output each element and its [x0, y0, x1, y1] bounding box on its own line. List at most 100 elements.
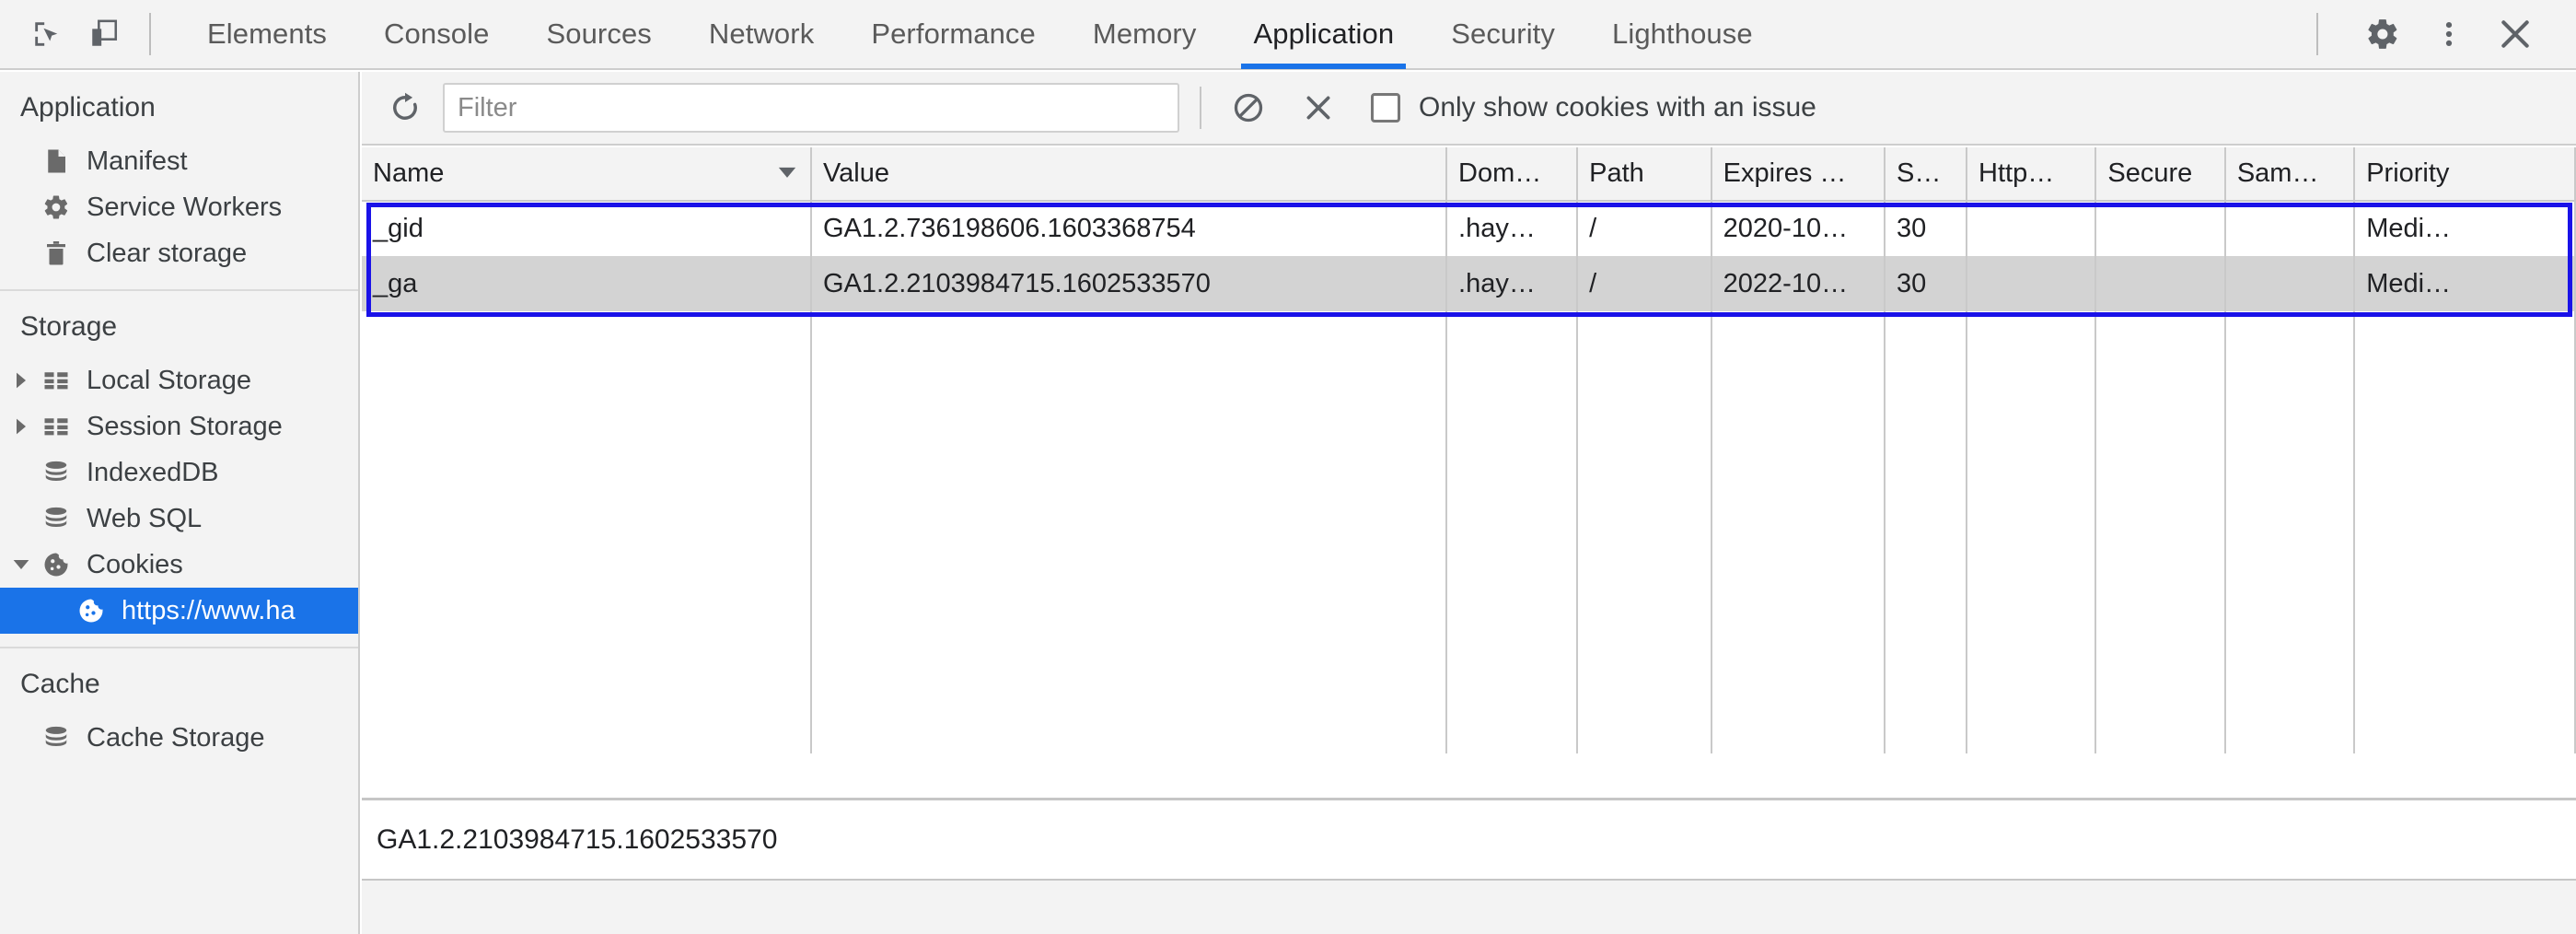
chevron-right-icon[interactable] [6, 371, 37, 390]
column-header-label: Name [373, 158, 445, 188]
column-header-value[interactable]: Value [810, 147, 1448, 202]
three-dot-menu-icon[interactable] [2416, 6, 2482, 63]
refresh-icon[interactable] [377, 79, 434, 136]
devtools-main-toolbar: Elements Console Sources Network Perform… [0, 0, 2576, 70]
close-icon[interactable] [2482, 6, 2548, 63]
tab-console[interactable]: Console [355, 0, 517, 69]
tab-security[interactable]: Security [1422, 0, 1584, 69]
cell-size[interactable]: 30 [1885, 256, 1968, 311]
cell-path[interactable]: / [1577, 201, 1712, 256]
tab-label: Security [1451, 18, 1556, 50]
cookie-value-preview-panel[interactable]: GA1.2.2103984715.1602533570 [362, 798, 2576, 879]
table-grid-icon [37, 413, 75, 440]
cell-priority[interactable]: Medi… [2354, 256, 2576, 311]
sidebar-item-service-workers[interactable]: Service Workers [0, 184, 358, 230]
tab-performance[interactable]: Performance [842, 0, 1064, 69]
cookies-toolbar: Only show cookies with an issue [362, 72, 2576, 146]
gear-icon[interactable] [2350, 6, 2416, 63]
table-empty-area [362, 311, 2576, 753]
panel-bottom-strip [362, 879, 2576, 934]
cell-path[interactable]: / [1577, 256, 1712, 311]
chevron-right-icon[interactable] [6, 417, 37, 436]
tab-label: Console [384, 18, 490, 50]
sidebar-item-manifest[interactable]: Manifest [0, 138, 358, 184]
device-toolbar-icon[interactable] [75, 6, 133, 63]
cookies-table: Name Value Dom… Path Expires … S… Http… … [362, 147, 2576, 753]
sidebar-item-label: Clear storage [87, 238, 248, 268]
column-header-size[interactable]: S… [1885, 147, 1968, 202]
sort-descending-icon [777, 158, 797, 189]
sidebar-item-cookies[interactable]: Cookies [0, 542, 358, 588]
document-icon [37, 147, 75, 175]
cell-domain[interactable]: .hay… [1446, 256, 1579, 311]
chevron-down-icon[interactable] [6, 555, 37, 574]
column-header-domain[interactable]: Dom… [1446, 147, 1579, 202]
sidebar-item-indexeddb[interactable]: IndexedDB [0, 449, 358, 496]
column-header-label: Priority [2366, 158, 2450, 188]
cell-samesite[interactable] [2224, 256, 2356, 311]
sidebar-item-local-storage[interactable]: Local Storage [0, 357, 358, 403]
clear-all-cookies-icon[interactable] [1220, 79, 1277, 136]
tab-lighthouse[interactable]: Lighthouse [1584, 0, 1781, 69]
cookies-table-container[interactable]: Name Value Dom… Path Expires … S… Http… … [362, 147, 2576, 798]
filter-box[interactable] [443, 83, 1179, 133]
tab-label: Sources [546, 18, 652, 50]
table-row[interactable]: _ga GA1.2.2103984715.1602533570 .hay… / … [362, 256, 2576, 311]
sidebar-item-label: Cache Storage [87, 722, 265, 753]
column-header-expires[interactable]: Expires … [1711, 147, 1886, 202]
column-header-secure[interactable]: Secure [2095, 147, 2226, 202]
devtools-tab-list: Elements Console Sources Network Perform… [179, 0, 1781, 69]
column-header-priority[interactable]: Priority [2354, 147, 2576, 202]
cell-domain[interactable]: .hay… [1446, 201, 1579, 256]
sidebar-item-cache-storage[interactable]: Cache Storage [0, 715, 358, 761]
tab-memory[interactable]: Memory [1064, 0, 1225, 69]
column-header-httponly[interactable]: Http… [1967, 147, 2097, 202]
tab-label: Application [1253, 18, 1395, 50]
sidebar-item-cookie-origin[interactable]: https://www.ha [0, 588, 358, 634]
column-header-path[interactable]: Path [1577, 147, 1712, 202]
cell-expires[interactable]: 2022-10… [1711, 256, 1886, 311]
column-header-samesite[interactable]: Sam… [2224, 147, 2356, 202]
cell-secure[interactable] [2095, 256, 2226, 311]
only-issues-checkbox[interactable] [1371, 93, 1400, 123]
cell-priority[interactable]: Medi… [2354, 201, 2576, 256]
database-icon [37, 724, 75, 752]
only-issues-checkbox-row[interactable]: Only show cookies with an issue [1371, 92, 1816, 123]
cell-samesite[interactable] [2224, 201, 2356, 256]
cookie-icon [37, 551, 75, 578]
database-icon [37, 459, 75, 486]
cookie-icon [72, 597, 110, 625]
column-header-name[interactable]: Name [362, 147, 812, 202]
tab-label: Memory [1092, 18, 1197, 50]
cell-name[interactable]: _ga [362, 256, 812, 311]
inspect-element-icon[interactable] [18, 6, 75, 63]
toolbar-right-controls [2307, 0, 2576, 69]
application-sidebar[interactable]: Application Manifest Service Workers Cle… [0, 72, 360, 934]
cell-name[interactable]: _gid [362, 201, 812, 256]
cookies-panel: Only show cookies with an issue Name [362, 72, 2576, 934]
cell-value[interactable]: GA1.2.736198606.1603368754 [810, 201, 1448, 256]
sidebar-item-web-sql[interactable]: Web SQL [0, 496, 358, 542]
cell-httponly[interactable] [1967, 256, 2097, 311]
tab-sources[interactable]: Sources [517, 0, 679, 69]
column-header-label: Value [822, 158, 890, 188]
sidebar-item-session-storage[interactable]: Session Storage [0, 403, 358, 449]
table-row[interactable]: _gid GA1.2.736198606.1603368754 .hay… / … [362, 201, 2576, 256]
tab-elements[interactable]: Elements [179, 0, 355, 69]
delete-selected-cookie-icon[interactable] [1290, 79, 1347, 136]
cell-httponly[interactable] [1967, 201, 2097, 256]
cell-size[interactable]: 30 [1885, 201, 1968, 256]
toolbar-divider [1200, 87, 1201, 129]
tab-application[interactable]: Application [1224, 0, 1422, 69]
cell-expires[interactable]: 2020-10… [1711, 201, 1886, 256]
cell-secure[interactable] [2095, 201, 2226, 256]
tab-label: Elements [207, 18, 328, 50]
tab-network[interactable]: Network [680, 0, 842, 69]
sidebar-section-title-cache: Cache [20, 669, 100, 699]
cell-value[interactable]: GA1.2.2103984715.1602533570 [810, 256, 1448, 311]
sidebar-item-label: Service Workers [87, 192, 283, 222]
database-icon [37, 505, 75, 532]
sidebar-item-clear-storage[interactable]: Clear storage [0, 230, 358, 276]
filter-input[interactable] [458, 92, 1165, 123]
